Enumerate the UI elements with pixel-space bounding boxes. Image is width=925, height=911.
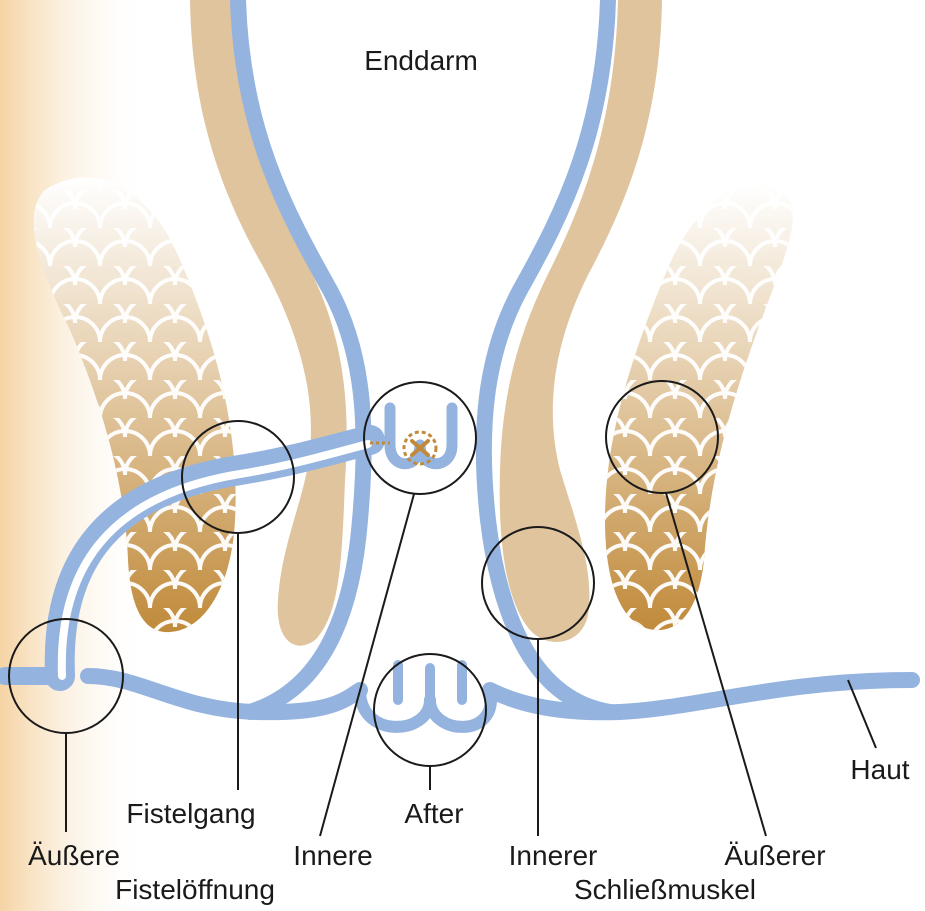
- label-outer-opening-line2: Fistelöffnung: [115, 874, 275, 905]
- label-skin: Haut: [850, 754, 909, 785]
- external-sphincter-right: [605, 184, 793, 630]
- label-outer-sphincter: Äußerer: [724, 840, 825, 871]
- label-anus: After: [404, 798, 463, 829]
- label-outer-opening-line1: Äußere: [28, 840, 120, 871]
- label-inner-opening: Innere: [293, 840, 372, 871]
- label-inner-sphincter-line2: Schließmuskel: [574, 874, 756, 905]
- label-rectum: Enddarm: [364, 45, 478, 76]
- leader-outer-sphincter: [666, 493, 766, 836]
- leader-skin: [848, 680, 876, 748]
- label-inner-sphincter-line1: Innerer: [509, 840, 598, 871]
- label-fistula-tract: Fistelgang: [126, 798, 255, 829]
